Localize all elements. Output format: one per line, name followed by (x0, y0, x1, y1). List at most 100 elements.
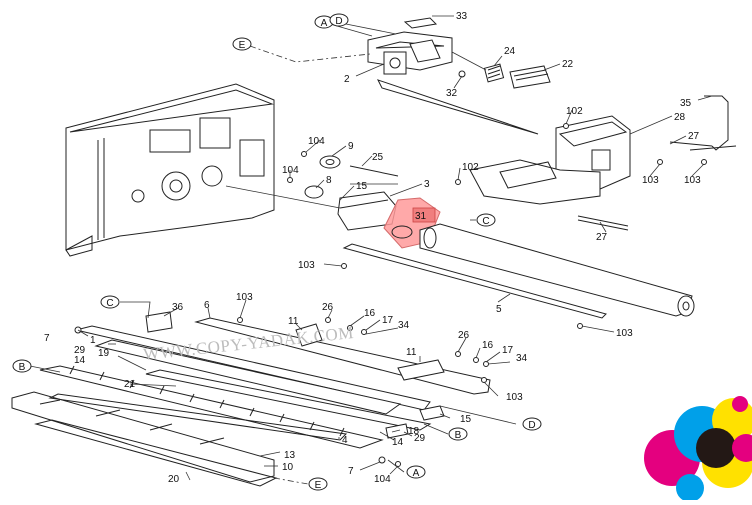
bracket-28-top (558, 121, 628, 147)
callout-C-left (100, 295, 120, 309)
base-frame-10 (11, 391, 275, 483)
part-34-b: 34 (516, 353, 528, 364)
label-plate-36 (145, 311, 173, 333)
part-26-a: 26 (322, 302, 334, 313)
part-18: 18 (408, 426, 420, 437)
callout-A-bottom-label: A (413, 468, 420, 479)
screw-104-b (287, 177, 293, 183)
part-28: 28 (674, 112, 686, 123)
part-21: 21 (124, 379, 136, 390)
callout-letters: A D E C C B B D A E (12, 13, 542, 491)
callout-A-bottom (406, 465, 426, 479)
base-slots (39, 399, 225, 445)
part-11-b: 11 (406, 347, 417, 358)
switch-housing (409, 39, 441, 63)
line-E-top (249, 45, 371, 63)
part-104-c: 104 (374, 474, 391, 485)
part-7-a: 7 (44, 333, 50, 344)
right-bracket-assembly (377, 79, 737, 231)
outline-link (377, 79, 539, 135)
part-9: 9 (348, 141, 354, 152)
callout-E-bottom-label: E (315, 480, 322, 491)
logo-magenta-small (732, 434, 752, 462)
flat-bar-14 (145, 369, 432, 431)
frame-foot (65, 235, 93, 257)
callout-D-right (522, 417, 542, 431)
frame-gear-hole (161, 171, 191, 201)
part-8: 8 (326, 175, 332, 186)
lead-line (451, 51, 487, 71)
part-35: 35 (680, 98, 692, 109)
part-102-b: 102 (462, 162, 479, 173)
part-27-b: 27 (596, 232, 608, 243)
guide-frame-19 (94, 339, 402, 415)
pin-27 (577, 215, 629, 227)
callout-D-top-label: D (335, 16, 342, 27)
callout-E-top (232, 37, 252, 51)
line-D-top (345, 23, 397, 35)
gear-9 (319, 155, 341, 169)
part-103-b: 103 (684, 175, 701, 186)
bushing-31 (391, 225, 413, 239)
part-17-b: 17 (502, 345, 514, 356)
part-29-a: 29 (74, 345, 86, 356)
screw-103-a (657, 159, 663, 165)
line-B-left (29, 365, 61, 373)
roller-5-core (682, 301, 690, 311)
part-16-b: 16 (482, 340, 494, 351)
part-104-a: 104 (308, 136, 325, 147)
part-103-c: 103 (298, 260, 315, 271)
bracket-11-left (295, 323, 323, 347)
screw-26-b (455, 351, 461, 357)
line-A-bottom (387, 459, 405, 473)
line-D-right (439, 405, 517, 425)
callout-B-right (448, 427, 468, 441)
screw-16-a (347, 325, 353, 331)
screw-102-a (563, 123, 569, 129)
screw-103-d (577, 323, 583, 329)
part-number-labels: 33 24 22 2 32 35 102 28 27 104 9 25 104 … (44, 11, 701, 485)
callout-D-right-label: D (528, 420, 535, 431)
part-24: 24 (504, 46, 516, 57)
screw-103-f (481, 377, 487, 383)
part-3: 3 (424, 179, 430, 190)
part-104-b: 104 (282, 165, 299, 176)
part-36: 36 (172, 302, 184, 313)
dash-link-1 (225, 185, 341, 209)
frame-window-1 (149, 129, 191, 153)
part-20: 20 (168, 474, 180, 485)
gear-9-hub (325, 159, 335, 165)
part-103-a: 103 (642, 175, 659, 186)
callout-D-top (329, 13, 349, 27)
solenoid-ribs (513, 69, 549, 81)
spring-35-tail (689, 145, 737, 151)
spring-35 (704, 95, 729, 151)
callout-B-left-label: B (19, 362, 26, 373)
guide-rail (342, 243, 607, 319)
part-34-a: 34 (398, 320, 410, 331)
highlight-31-box (412, 207, 436, 223)
screw-103-b (701, 159, 707, 165)
logo-black-circle (696, 428, 736, 468)
roller-5-start (423, 227, 437, 249)
pin-27-edge (577, 219, 629, 231)
callout-E-bottom (308, 477, 328, 491)
leader-lines (77, 15, 713, 481)
logo-cyan-small (676, 474, 704, 502)
callout-lines (29, 23, 517, 485)
screw-17-a (361, 329, 367, 335)
bearing-8 (304, 185, 324, 199)
part-2-hole (389, 57, 401, 69)
part-6: 6 (204, 300, 210, 311)
part-103-e: 103 (236, 292, 253, 303)
part-5: 5 (496, 304, 502, 315)
screw-32 (458, 70, 466, 78)
frame-top-edge (69, 89, 274, 133)
shaft-25 (349, 165, 399, 177)
screw-16-b (473, 357, 479, 363)
bracket-11-right (397, 359, 445, 381)
part-13: 13 (284, 450, 296, 461)
callout-B-right-label: B (455, 430, 462, 441)
part-103-d: 103 (616, 328, 633, 339)
